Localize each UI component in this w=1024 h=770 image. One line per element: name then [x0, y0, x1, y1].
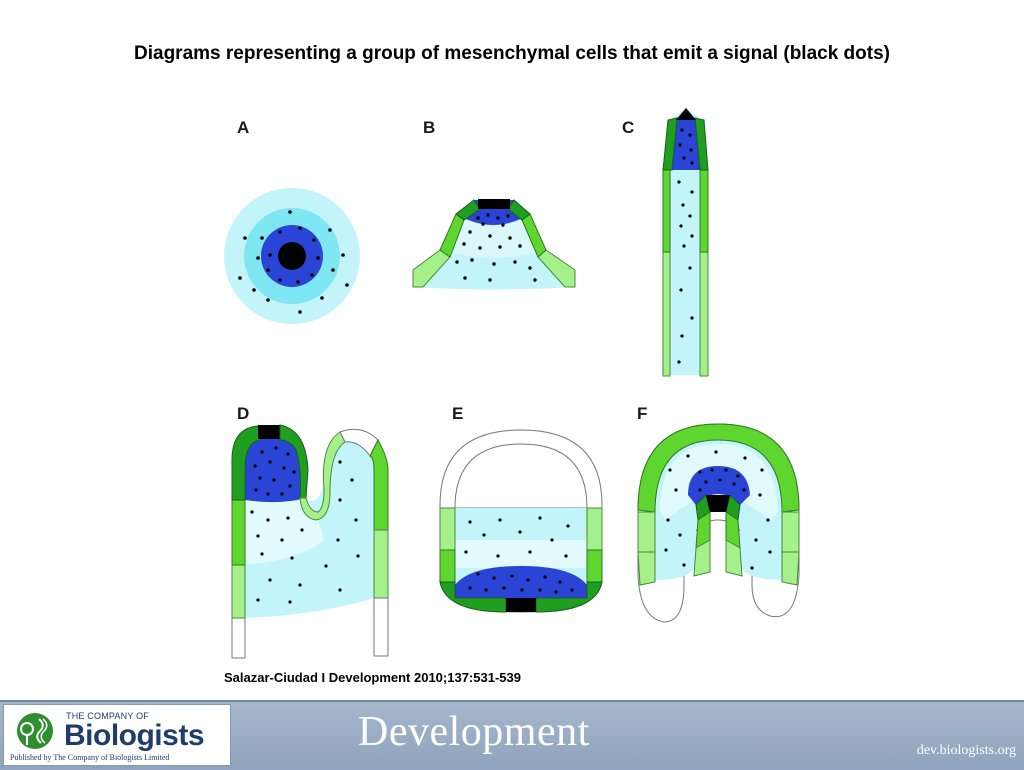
publisher-name-line1: THE COMPANY OF [66, 711, 149, 721]
slide-title: Diagrams representing a group of mesench… [134, 43, 890, 64]
panel-a-diagram [224, 188, 360, 324]
publisher-emblem-icon [17, 713, 53, 749]
publisher-logo: THE COMPANY OF Biologists Published by T… [3, 704, 231, 766]
panel-e-dots [464, 516, 574, 594]
panel-label-d: D [237, 404, 249, 423]
panel-label-c: C [622, 118, 634, 137]
panel-c-diagram [662, 108, 709, 377]
panel-a-dots [238, 210, 349, 314]
panel-label-b: B [423, 118, 435, 137]
citation: Salazar-Ciudad I Development 2010;137:53… [224, 670, 521, 685]
panel-d-dots [250, 446, 360, 604]
publisher-name-line2: Biologists [64, 719, 205, 752]
panel-e-diagram [439, 429, 603, 613]
panel-label-e: E [452, 404, 463, 423]
journal-url[interactable]: dev.biologists.org [916, 743, 1016, 758]
publisher-tagline: Published by The Company of Biologists L… [10, 753, 170, 762]
panel-label-f: F [637, 404, 647, 423]
panel-label-a: A [237, 118, 249, 137]
panel-b-diagram [412, 199, 576, 290]
diagram-figure: A B C D E F [224, 108, 800, 659]
panel-f-dots [664, 450, 772, 570]
journal-name: Development [358, 709, 590, 755]
panel-b-dots [455, 213, 537, 282]
panel-f-diagram [637, 423, 800, 623]
panel-c-dots [677, 128, 694, 364]
panel-d-diagram [231, 424, 389, 659]
